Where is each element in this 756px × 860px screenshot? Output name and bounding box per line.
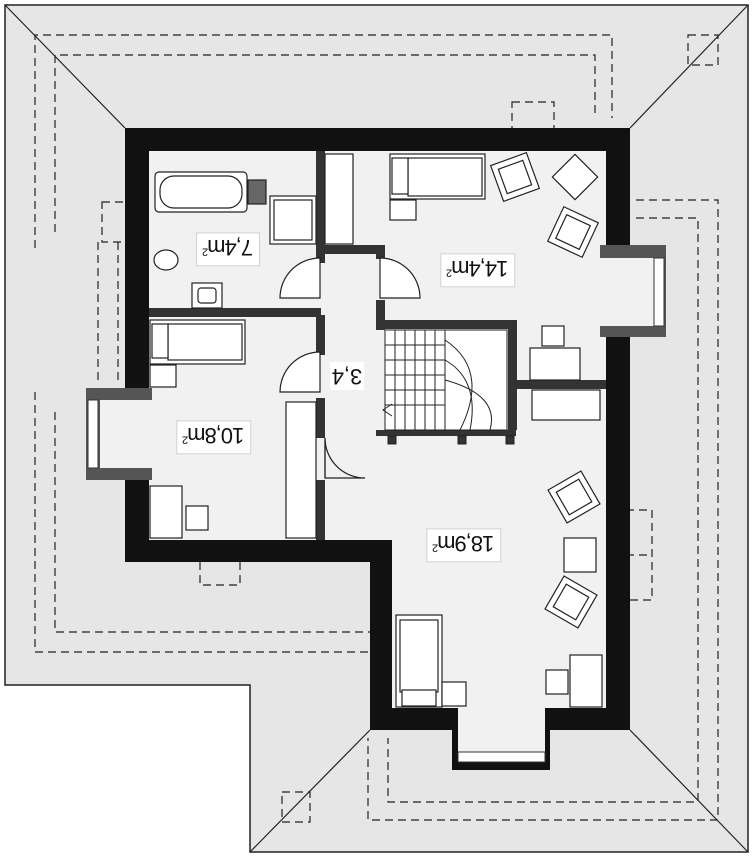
area-text: 14,4m [452,256,509,281]
bathroom-fixtures [153,171,317,309]
area-unit: 2 [203,245,209,258]
desk-big [569,654,603,708]
desk [529,347,581,381]
area-unit: 2 [447,266,453,279]
roof-hip-lines [4,4,749,853]
bedroom-big-furniture [395,470,603,708]
toilet [153,249,179,271]
table-square [563,537,597,573]
wardrobe-top [324,153,354,245]
bedroom-big-area-label: 18,9m2 [426,528,502,563]
bedroom-top-furniture [389,151,600,381]
bedroom-left-area-label: 10,8m2 [176,420,252,455]
area-text: 7,4m [208,235,254,260]
bedroom-top-area-label: 14,4m2 [440,253,516,288]
area-unit: 2 [433,541,439,554]
wardrobe-left [285,401,317,539]
area-text: 3,4 [331,364,363,389]
interior-floor [149,151,606,752]
doors [279,257,421,479]
area-unit: 2 [183,433,189,446]
stairs [382,329,515,445]
hall-area-label: 3,4 [330,362,364,390]
table-square [551,153,599,201]
desk-left [149,485,183,539]
area-text: 10,8m [188,423,245,448]
shelf [531,389,601,421]
interior-walls [149,151,606,540]
area-text: 18,9m [438,531,495,556]
bedroom-left-furniture [149,319,317,539]
bathroom-area-label: 7,4m2 [196,232,261,267]
